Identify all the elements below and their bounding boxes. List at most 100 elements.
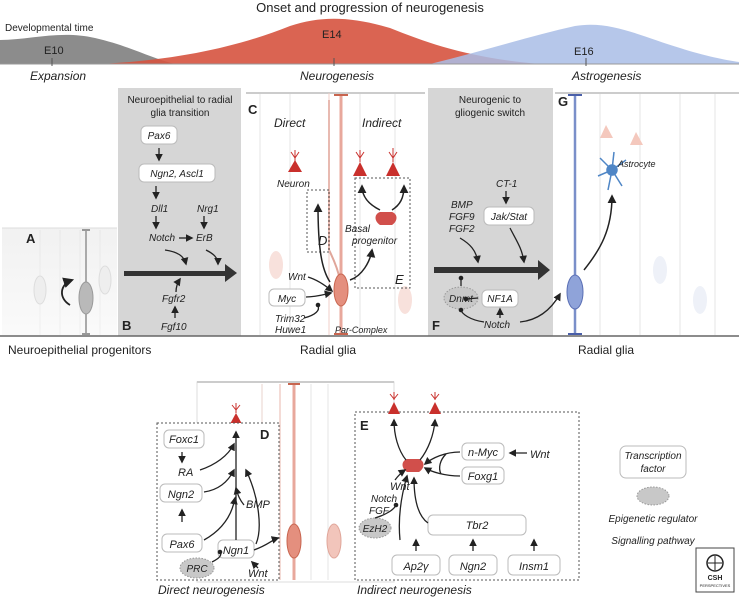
radial-glia-g-cell [566, 274, 584, 310]
node-notch: Notch [149, 233, 176, 244]
switch-arrow [434, 260, 550, 280]
stage-age-e16: E16 [574, 46, 594, 58]
logo-csh: CSH [708, 575, 723, 582]
logo-perspectives: PERSPECTIVES [700, 583, 731, 588]
legend-tf-1: Transcription [624, 451, 681, 462]
box-e-label: E [395, 272, 404, 287]
panel-b-header-2: glia transition [151, 108, 210, 119]
node-ezh2: EzH2 [363, 524, 388, 535]
stage-age-e14: E14 [322, 29, 342, 41]
label-par-complex: Par-Complex [335, 325, 388, 335]
stage-age-e10: E10 [44, 45, 64, 57]
lower-column [196, 381, 395, 583]
label-direct: Direct [274, 116, 306, 130]
node-notch-e: Notch [371, 494, 398, 505]
node-ngn2-ascl1: Ngn2, Ascl1 [150, 169, 204, 180]
stage-astrogenesis: Astrogenesis [571, 69, 641, 83]
basal-progenitor-cell [375, 212, 397, 225]
caption-neuroepithelial: Neuroepithelial progenitors [8, 343, 151, 357]
panel-f-letter: F [432, 318, 440, 333]
label-indirect: Indirect [362, 116, 402, 130]
panel-f-header-1: Neurogenic to [459, 95, 522, 106]
caption-radial-glia-c: Radial glia [300, 343, 356, 357]
panel-b: Neuroepithelial to radial glia transitio… [118, 88, 241, 336]
panel-b-letter: B [122, 318, 131, 333]
legend: Transcription factor Epigenetic regulato… [609, 445, 698, 547]
node-nf1a: NF1A [487, 294, 513, 305]
legend-signalling: Signalling pathway [611, 536, 695, 547]
label-basal-1: Basal [345, 224, 371, 235]
stage-expansion: Expansion [30, 69, 86, 83]
box-d [306, 189, 330, 253]
node-ngn2-d: Ngn2 [168, 489, 194, 501]
stage-neurogenesis: Neurogenesis [300, 69, 374, 83]
node-pax6-d: Pax6 [169, 539, 195, 551]
astrocyte-icon [597, 151, 627, 191]
node-erb: ErB [196, 233, 213, 244]
node-wnt-e1: Wnt [530, 449, 551, 461]
node-ngn1: Ngn1 [223, 545, 249, 557]
self-renew-arrow [61, 277, 75, 306]
node-fgf-e: FGF [369, 506, 390, 517]
wave-neurogenesis [100, 18, 540, 64]
caption-radial-glia-g: Radial glia [578, 343, 634, 357]
node-foxg1: Foxg1 [468, 471, 499, 483]
caption-direct-neurogenesis: Direct neurogenesis [158, 583, 265, 597]
node-nrg1: Nrg1 [197, 204, 219, 215]
neuron-direct [288, 150, 302, 172]
label-wnt-c: Wnt [288, 272, 307, 283]
timeline-label: Developmental time [5, 23, 94, 34]
node-dnmt: Dnmt [449, 294, 474, 305]
label-basal-2: progenitor [351, 236, 398, 247]
label-astrocyte: Astrocyte [617, 159, 656, 169]
figure-title: Onset and progression of neurogenesis [256, 0, 484, 15]
node-fgfr2: Fgfr2 [162, 294, 186, 305]
neurons-indirect [353, 148, 400, 176]
node-tbr2: Tbr2 [466, 520, 489, 532]
node-ra: RA [178, 467, 193, 479]
label-neuron: Neuron [277, 179, 310, 190]
neuroepithelial-cell [78, 281, 94, 315]
node-fgf9: FGF9 [449, 212, 475, 223]
panel-e: E n-Myc Wnt Foxg1 Wnt Notch FGF EzH2 Tbr… [354, 392, 580, 597]
box-d-label: D [318, 233, 327, 248]
node-ct1: CT-1 [496, 179, 517, 190]
node-myc: Myc [278, 294, 296, 305]
radial-glia-cell [333, 273, 349, 307]
node-bmp-d: BMP [246, 499, 271, 511]
panel-b-header-1: Neuroepithelial to radial [127, 95, 232, 106]
node-dll1: Dll1 [151, 204, 168, 215]
label-trim32: Trim32 [275, 314, 306, 325]
panel-f: Neurogenic to gliogenic switch CT-1 Jak/… [428, 88, 561, 336]
panel-c: C Direct Indirect Neuron D E Basal proge… [246, 92, 425, 336]
panel-f-header-2: gliogenic switch [455, 108, 525, 119]
node-notch-f: Notch [484, 320, 511, 331]
node-insm1: Insm1 [519, 561, 549, 573]
radial-glia-fiber [328, 100, 341, 281]
node-foxc1: Foxc1 [169, 434, 199, 446]
panel-b-background [118, 88, 241, 336]
panel-d: D Foxc1 RA Ngn2 Pax6 BMP Ngn1 PRC Wnt Di… [156, 422, 280, 597]
wave-expansion [0, 34, 175, 64]
wave-astrogenesis [430, 24, 739, 64]
panel-a: A [2, 227, 117, 335]
node-n-myc: n-Myc [468, 447, 498, 459]
node-bmp-f: BMP [451, 200, 473, 211]
panel-e-letter: E [360, 418, 369, 433]
panel-e-box [354, 411, 580, 581]
node-wnt-d: Wnt [248, 568, 269, 580]
legend-tf-2: factor [640, 464, 666, 475]
label-huwe1: Huwe1 [275, 325, 306, 336]
basal-progenitor-lower [402, 459, 424, 472]
caption-indirect-neurogenesis: Indirect neurogenesis [357, 583, 472, 597]
timeline: Developmental time E10 E14 E16 Expansion… [0, 18, 739, 83]
csh-perspectives-logo: CSH PERSPECTIVES [695, 547, 735, 593]
panel-g-letter: G [558, 94, 568, 109]
node-pax6: Pax6 [148, 131, 171, 142]
transition-arrow [124, 264, 237, 282]
box-e [354, 177, 411, 289]
node-fgf10: Fgf10 [161, 322, 187, 333]
node-prc: PRC [186, 564, 208, 575]
